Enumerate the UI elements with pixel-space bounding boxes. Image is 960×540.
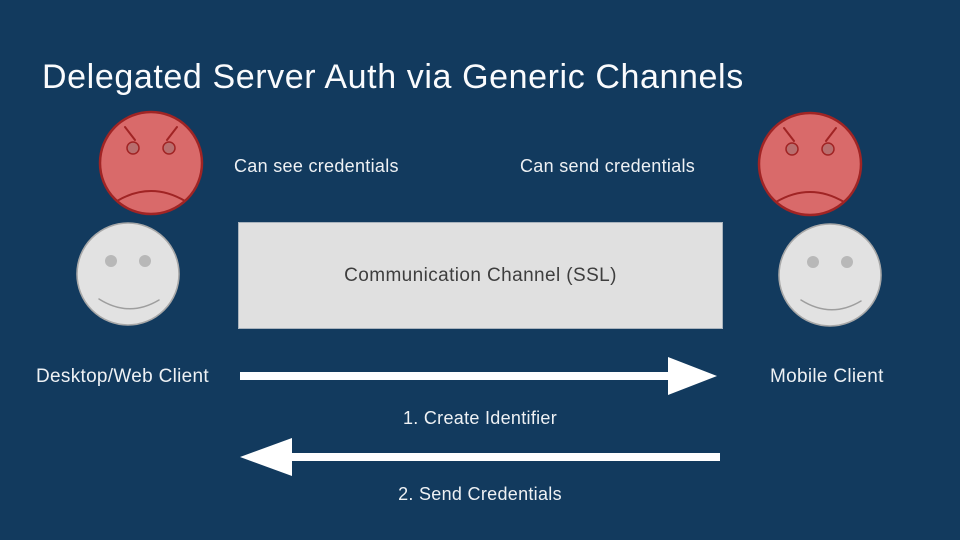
left-client-label: Desktop/Web Client [36,366,209,387]
communication-channel-label: Communication Channel (SSL) [344,264,617,286]
attacker-capability-right: Can send credentials [520,156,696,176]
attacker-angry-face-icon-right [757,111,863,217]
client-smiley-face-icon-right [778,223,882,327]
step-1-label: 1. Create Identifier [402,408,558,428]
page-title: Delegated Server Auth via Generic Channe… [42,58,744,96]
create-identifier-arrow-icon [240,357,717,395]
client-smiley-face-icon-left [76,222,180,326]
communication-channel-box: Communication Channel (SSL) [238,222,723,329]
attacker-capability-left: Can see credentials [234,156,399,176]
right-client-label: Mobile Client [770,366,884,387]
step-2-label: 2. Send Credentials [398,484,562,504]
attacker-angry-face-icon-left [98,110,204,216]
send-credentials-arrow-icon [240,438,720,476]
